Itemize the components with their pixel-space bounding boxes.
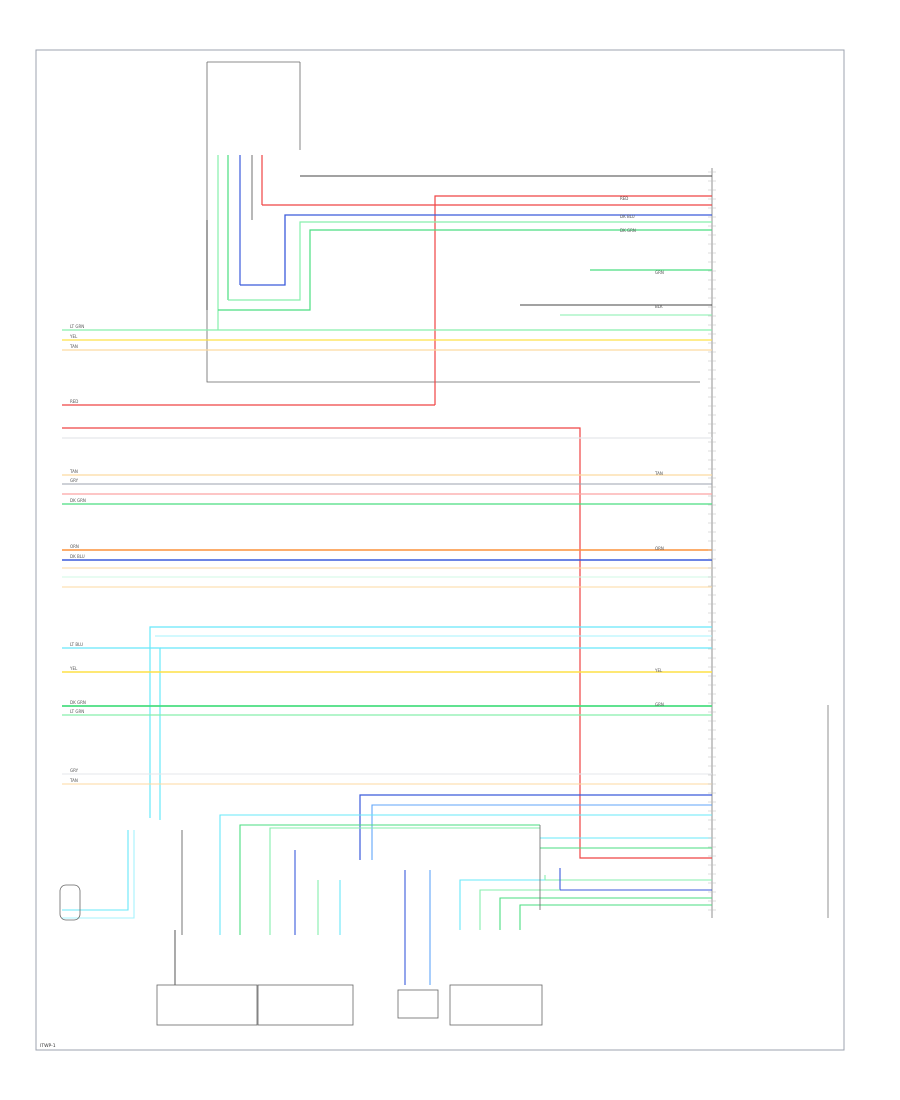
wire-label: TAN xyxy=(69,344,78,349)
wire-label: DK GRN xyxy=(70,700,86,705)
wire-label: DK GRN xyxy=(620,228,636,233)
wire-label: ORN xyxy=(655,546,664,551)
wire-label: YEL xyxy=(69,666,78,671)
wire-label: LT GRN xyxy=(70,709,84,714)
wire-label: YEL xyxy=(69,334,78,339)
wire-label: DK GRN xyxy=(70,498,86,503)
antenna-box xyxy=(59,884,81,921)
left-door-speaker-box xyxy=(397,989,439,1019)
wire-label: RED xyxy=(620,196,628,201)
wire-label: GRY xyxy=(70,768,79,773)
upper-module-outline xyxy=(206,62,700,383)
wire-label: TAN xyxy=(69,778,78,783)
diagram-footer-code: ITWP-1 xyxy=(40,1043,56,1049)
wire-label: TAN xyxy=(69,469,78,474)
subwoofer-box xyxy=(449,984,543,1026)
wire-label: DK BLU xyxy=(620,214,635,219)
connector-pin-marks xyxy=(708,171,716,911)
wire-label: BLK xyxy=(655,304,663,309)
left-rear-speaker-box xyxy=(257,984,354,1026)
upper-horizontal-wires xyxy=(218,175,712,405)
wire-label: RED xyxy=(70,399,78,404)
wire-label: YEL xyxy=(654,668,663,673)
wire-label: TAN xyxy=(654,471,663,476)
wire-label: DK BLU xyxy=(70,554,85,559)
wire-label: GRN xyxy=(655,270,664,275)
wire-label: GRY xyxy=(70,478,79,483)
wire-label: LT GRN xyxy=(70,324,84,329)
front-speaker-box xyxy=(156,984,258,1026)
wire-label: LT BLU xyxy=(70,642,83,647)
speaker-feeder-wires xyxy=(62,794,712,985)
top-vertical-wires xyxy=(206,155,263,330)
wire-label-group: RED DK BLU DK GRN GRN BLK LT GRN YEL TAN… xyxy=(69,196,664,783)
left-horizontal-wires xyxy=(62,329,712,859)
diagram-frame xyxy=(35,49,845,1051)
wire-label: GRN xyxy=(655,702,664,707)
bottom-components xyxy=(59,884,543,1026)
wire-label: ORN xyxy=(70,544,79,549)
